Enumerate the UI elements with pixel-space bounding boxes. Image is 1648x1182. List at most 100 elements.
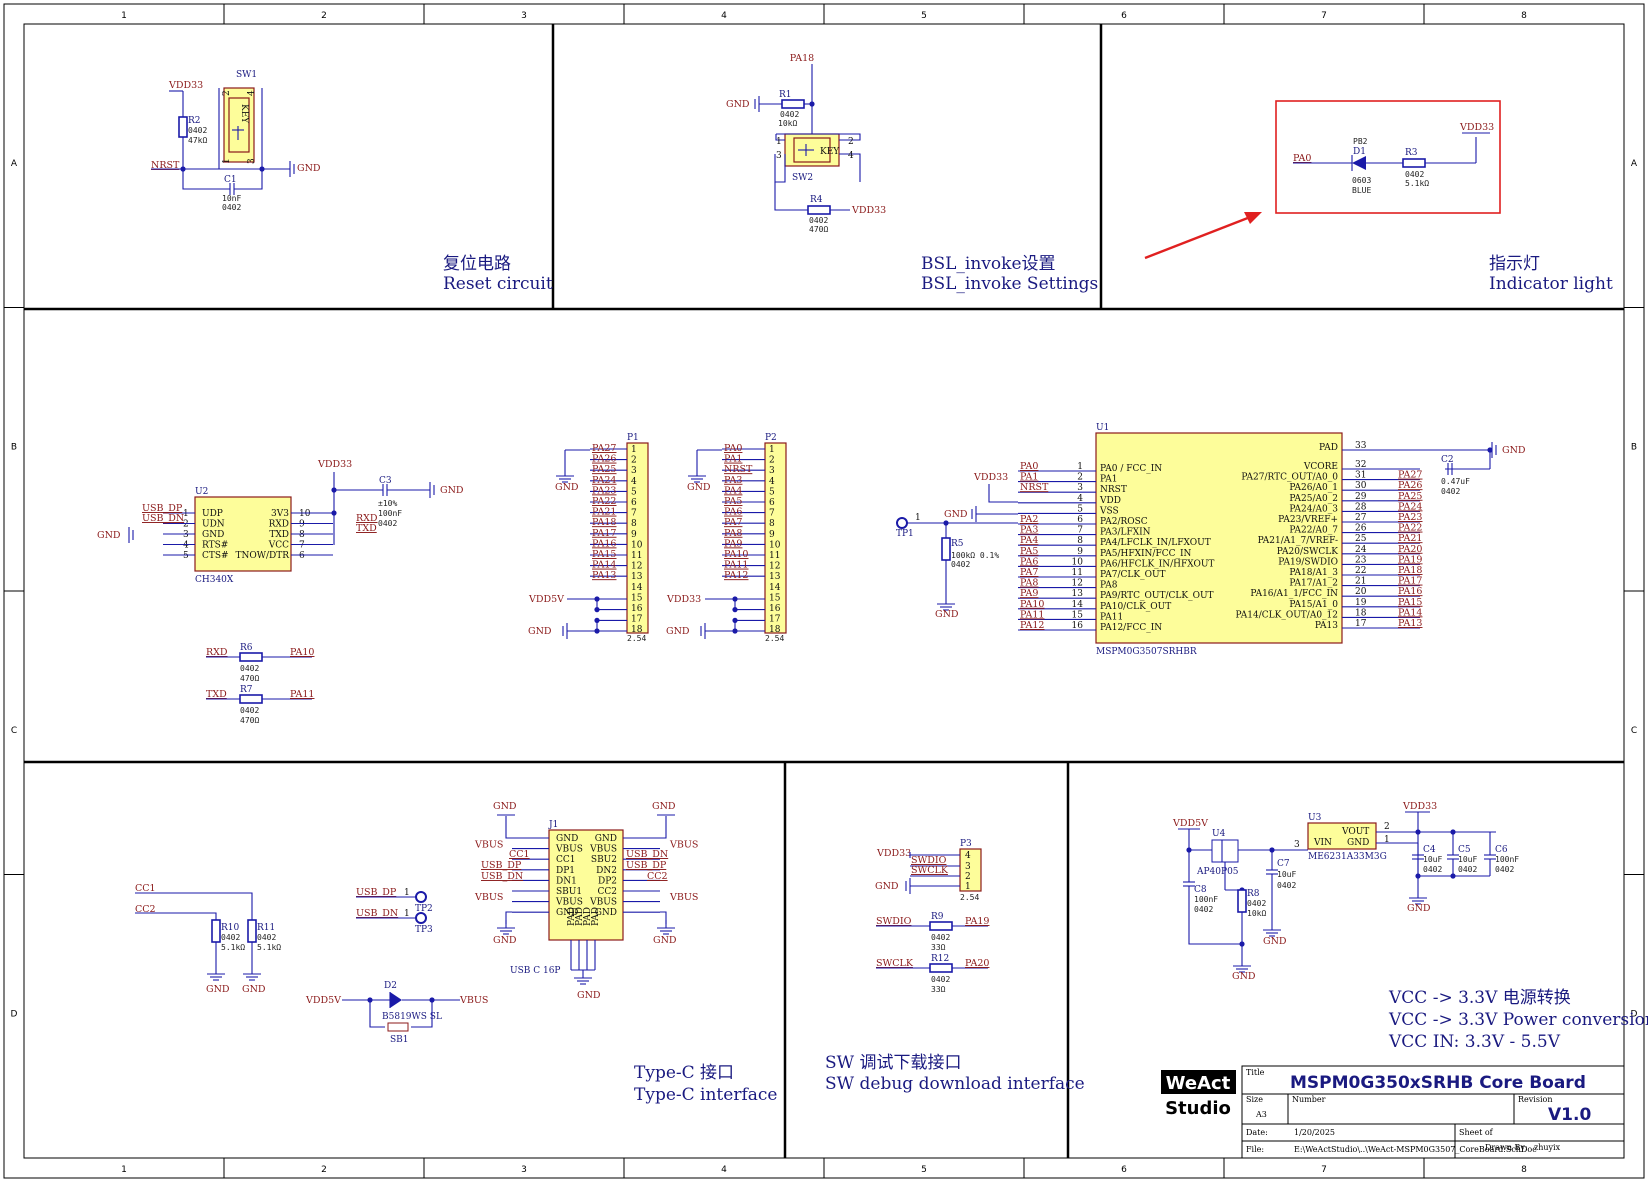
ch340-right-pin-number: 8	[299, 530, 305, 540]
ch340-right-pin-name: VCC	[268, 541, 289, 551]
swd-section-title-zh: SW 调试下载接口	[825, 1053, 962, 1073]
typec-gnd-bl: GND	[493, 935, 517, 946]
ch340-right-pin-name: TNOW/DTR	[235, 551, 289, 561]
power-u3-part: ME6231A33M3G	[1308, 852, 1387, 862]
weact-logo-text: WeAct	[1166, 1073, 1231, 1094]
reset-r2-value: 47kΩ	[188, 136, 207, 145]
power-u3-pin-3: 3	[1294, 840, 1300, 850]
p2-pin-number: 13	[769, 572, 781, 582]
power-u3-gnd-pin: GND	[1347, 838, 1369, 848]
typec-tp3-designator: TP3	[415, 925, 433, 935]
mcu-left-net: PA5	[1020, 546, 1038, 557]
mcu-left-pin-number: 14	[1072, 600, 1084, 610]
typec-cc1-wire	[135, 892, 253, 920]
p2-pin-number: 17	[769, 615, 781, 625]
p2-pin-number: 10	[769, 540, 781, 550]
typec-cc1-net: CC1	[135, 883, 156, 894]
typec-gnd-wire	[505, 816, 512, 839]
typec-right-pin-name: CC2	[598, 887, 618, 897]
reset-sw1-pin-number: 4	[247, 90, 257, 96]
p1-header-body	[626, 442, 649, 634]
typec-r11-designator: R11	[257, 923, 275, 933]
reset-section-title-en: Reset circuit	[443, 274, 553, 294]
mcu-left-pin-number: 8	[1077, 536, 1083, 546]
power-gnd-bottom: GND	[1232, 971, 1256, 982]
typec-gnd-top-right: GND	[652, 801, 676, 812]
reset-c1-designator: C1	[224, 175, 237, 185]
p2-pin-number: 3	[769, 466, 775, 476]
mcu-left-pin-number: 7	[1077, 526, 1083, 536]
ground-symbol	[1263, 922, 1281, 937]
p1-pin-number: 14	[631, 583, 643, 593]
mcu-gnd2-net: GND	[944, 509, 968, 520]
typec-d2-vbus-net: VBUS	[459, 995, 488, 1006]
grid-row-label-right: C	[1631, 726, 1637, 736]
power-c7-value: 10uF	[1277, 870, 1296, 879]
ch340-u2-designator: U2	[195, 487, 208, 497]
mcu-right-pin-number: 31	[1355, 471, 1366, 481]
ground-symbol	[937, 596, 955, 611]
p2-net-3: PA3	[724, 475, 742, 486]
tp1-pin-number: 1	[915, 513, 921, 523]
typec-gnd-top-left: GND	[493, 801, 517, 812]
typec-tp3-net: USB_DN	[356, 908, 398, 919]
mcu-left-pin-name: PA8	[1100, 581, 1118, 591]
swd-vdd33-net: VDD33	[876, 848, 911, 859]
p1-pin-number: 5	[631, 487, 637, 497]
power-u3-pin-2: 2	[1384, 822, 1390, 832]
mcu-left-pin-name: PA4/LFCLK_IN/LFXOUT	[1100, 538, 1211, 548]
bsl-r1-designator: R1	[779, 90, 792, 100]
mcu-left-pin-number: 4	[1077, 494, 1083, 504]
ch340-right-pin-number: 6	[299, 551, 305, 561]
ch340-left-pin-number: 4	[183, 541, 189, 551]
power-vdd33-net: VDD33	[1402, 801, 1437, 812]
bsl-r4-value: 470Ω	[809, 225, 828, 234]
sheet-size: A3	[1255, 1110, 1267, 1119]
typec-left-pin-name: GND	[556, 834, 578, 844]
indicator-r3-package: 0402	[1405, 170, 1424, 179]
grid-col-label-top: 7	[1321, 11, 1327, 21]
p2-pin-number: 6	[769, 498, 775, 508]
p2-pin-number: 5	[769, 487, 775, 497]
p2-pin-number: 18	[769, 625, 781, 635]
mcu-left-net: PA2	[1020, 514, 1038, 525]
swd-r12-value: 33Ω	[931, 985, 946, 994]
indicator-r3-value: 5.1kΩ	[1405, 179, 1429, 188]
ch340-left-pin-number: 5	[183, 551, 189, 561]
serial-res-designator: R7	[240, 685, 253, 695]
bsl-vdd33-net: VDD33	[851, 205, 886, 216]
reset-gnd-net: GND	[297, 163, 321, 174]
resistor-body	[807, 205, 831, 215]
mcu-right-pin-number: 28	[1355, 502, 1367, 512]
mcu-left-net: PA0	[1020, 461, 1038, 472]
serial-right-net: PA11	[290, 689, 314, 700]
bsl-sw2-pin-2: 2	[848, 137, 854, 147]
mcu-u1-designator: U1	[1096, 423, 1109, 433]
typec-r11-value: 5.1kΩ	[257, 943, 281, 952]
p1-net-5: PA22	[592, 496, 616, 507]
tp1-testpoint	[896, 517, 908, 529]
mcu-right-pin-number: 18	[1355, 608, 1367, 618]
junction-dot	[594, 596, 600, 602]
p1-net-11: PA14	[592, 560, 616, 571]
reset-c1-value: 10nF	[222, 194, 241, 203]
p2-net-8: PA8	[724, 528, 742, 539]
serial-res-package: 0402	[240, 664, 259, 673]
mcu-left-pin-number: 1	[1077, 462, 1083, 472]
typec-right-pin-name: GND	[595, 834, 617, 844]
mcu-right-pin-name: PA21/A1_7/VREF-	[1258, 536, 1338, 546]
grid-row-label-right: A	[1631, 159, 1638, 169]
typec-d2-part: B5819WS SL	[382, 1012, 442, 1022]
typec-gnd-wire	[505, 911, 512, 924]
ch340-right-pin-number: 7	[299, 541, 305, 551]
ch340-u2-part: CH340X	[195, 575, 234, 585]
mcu-left-pin-name: PA2/ROSC	[1100, 517, 1148, 527]
power-vdd5v-net: VDD5V	[1172, 818, 1208, 829]
ch340-c3-designator: C3	[379, 476, 392, 486]
mcu-left-pin-name: PA3/LFXIN	[1100, 528, 1151, 538]
grid-col-label-top: 3	[521, 11, 527, 21]
swd-p3-pitch: 2.54	[960, 893, 979, 902]
mcu-right-pin-number: 27	[1355, 513, 1367, 523]
ch340-c3-package: 0402	[378, 519, 397, 528]
swd-p3-body	[959, 848, 982, 892]
